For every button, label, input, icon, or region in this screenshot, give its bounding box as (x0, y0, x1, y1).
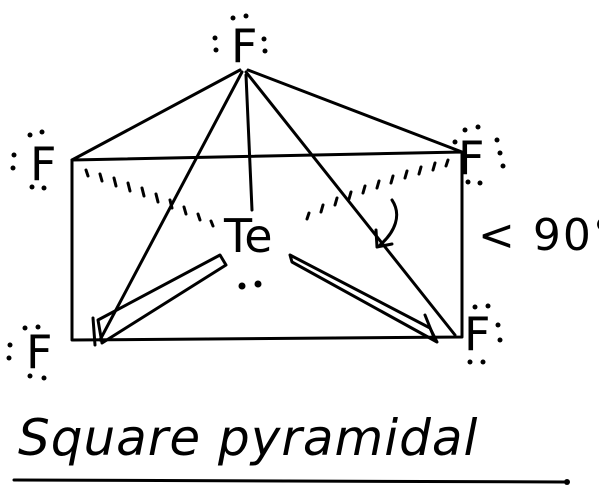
atom-label-top-f: F (231, 19, 257, 73)
geometry-caption: Square pyramidal (18, 409, 478, 467)
apex-bond-upper-right (246, 68, 464, 154)
atom-label-lower-right-f: F (464, 307, 490, 361)
pyramid-base-rectangle (70, 150, 464, 342)
lone-pairs-lower-right-f (467, 303, 503, 365)
atom-label-upper-right-f: F (458, 131, 484, 185)
angle-arrow-head (374, 228, 394, 249)
bond-angle-label: < 90° (478, 210, 599, 261)
lone-pairs-top-f (212, 13, 268, 54)
apex-bond-te (244, 73, 254, 212)
wedge-tick-lower-right (423, 313, 437, 342)
angle-arrow (378, 198, 399, 247)
wedge-tick-lower-left (91, 316, 97, 347)
atom-label-lower-left-f: F (26, 325, 52, 379)
wedge-bond-lower-left (96, 253, 228, 345)
lone-pairs-upper-right-f (452, 124, 506, 186)
lone-pairs-upper-left-f (10, 129, 47, 191)
caption-underline (12, 478, 567, 484)
dashed-bond-upper-right (305, 158, 450, 221)
apex-bond-upper-left (70, 68, 242, 162)
atom-label-center-te: Te (223, 209, 273, 263)
lone-pairs-lower-left-f (6, 324, 47, 381)
apex-bond-lower-right (244, 70, 457, 337)
lone-pair-te (238, 280, 262, 290)
atom-label-upper-left-f: F (30, 137, 56, 191)
caption-underline-end-dot (564, 479, 570, 485)
dashed-bond-upper-left (84, 168, 215, 228)
wedge-bond-lower-right (288, 253, 439, 344)
